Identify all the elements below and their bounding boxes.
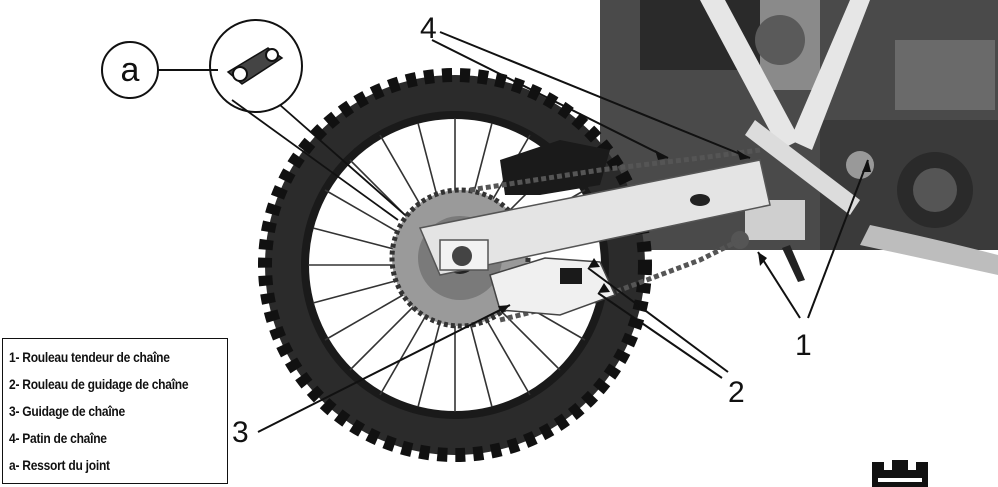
- legend-item-3: 3- Guidage de chaîne: [9, 403, 125, 419]
- callout-3: 3: [232, 416, 249, 449]
- legend-item-4: 4- Patin de chaîne: [9, 430, 107, 446]
- callout-a: a: [121, 51, 140, 89]
- swingarm: [418, 159, 771, 276]
- engine-area: [600, 0, 998, 275]
- callout-1: 1: [795, 329, 812, 362]
- detail-inset: [158, 19, 406, 221]
- exhaust-pipe: [860, 225, 998, 275]
- legend-box: 1- Rouleau tendeur de chaîne 2- Rouleau …: [2, 338, 228, 484]
- leader-lines: [257, 31, 869, 433]
- drive-chain: [469, 147, 761, 323]
- legend-item-a: a- Ressort du joint: [9, 457, 110, 473]
- callout-2: 2: [728, 376, 745, 409]
- brand-crown-icon: [872, 460, 928, 487]
- callout-a-circle: [101, 41, 159, 99]
- legend-item-2: 2- Rouleau de guidage de chaîne: [9, 376, 189, 392]
- legend-item-1: 1- Rouleau tendeur de chaîne: [9, 349, 170, 365]
- callout-4: 4: [420, 12, 437, 45]
- frame-tube: [700, 0, 800, 150]
